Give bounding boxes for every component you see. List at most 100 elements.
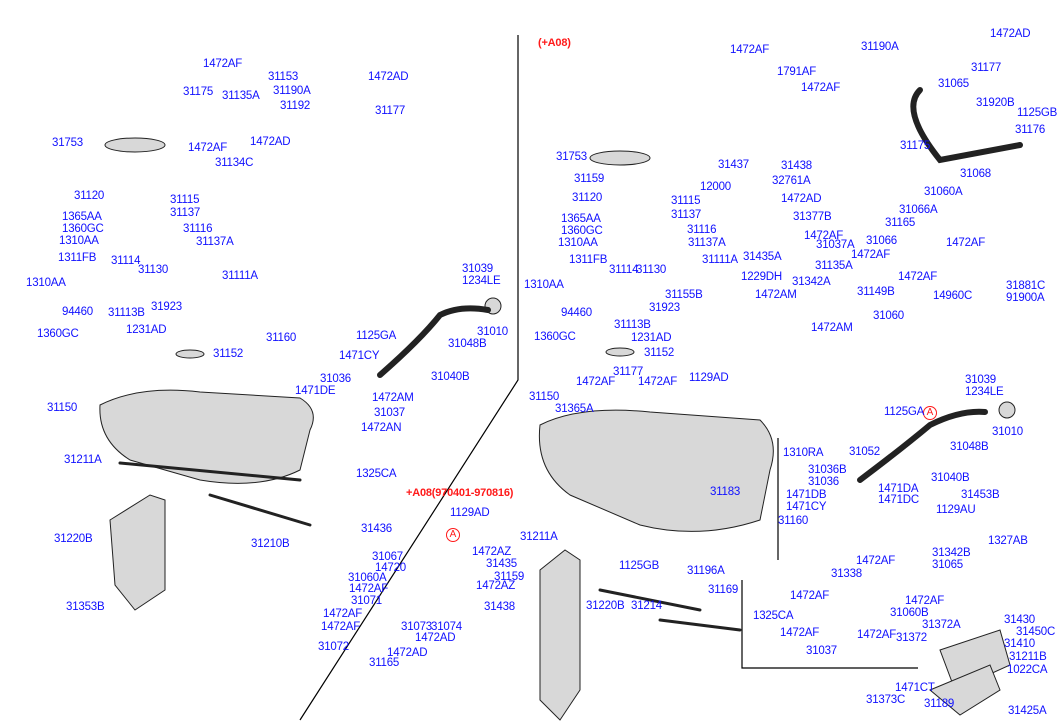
part-number-label: 31159 [574,173,605,185]
part-number-label: 1129AU [936,504,976,516]
part-number-label: 1234LE [462,275,501,287]
part-number-label: 1310AA [59,235,99,247]
part-number-label: 1472AF [203,58,243,70]
part-number-label: 1472AF [730,44,770,56]
part-number-label: 31365A [555,403,594,415]
part-number-label: 31196A [687,565,725,577]
part-number-label: 31111A [702,254,738,266]
part-number-label: 31435A [743,251,782,263]
part-number-label: 31048B [950,441,989,453]
part-number-label: 1472AD [387,647,428,659]
part-number-label: 31338 [831,568,862,580]
part-number-label: 31060A [924,186,963,198]
part-number-label: 31372 [896,632,927,644]
part-number-label: 1365AA [62,211,102,223]
divider-line [299,35,519,721]
part-number-label: 31115 [671,195,701,207]
part-number-label: 31039 [965,374,996,386]
part-number-label: 1129AD [450,507,490,519]
part-number-label: 31436 [361,523,392,535]
part-number-label: 1360GC [561,225,603,237]
canister [939,629,1011,691]
part-number-label: 31130 [138,264,169,276]
part-number-label: 31060A [348,572,387,584]
part-number-label: 1472AF [321,621,361,633]
part-number-label: 31037A [816,239,855,251]
part-number-label: 31430 [1004,614,1035,626]
fuel-tank [538,409,774,532]
part-number-label: 31150 [529,391,560,403]
part-number-label: 31377B [793,211,832,223]
variant-note-inset: +A08(970401-970816) [406,487,514,499]
part-number-label: 31177 [613,366,644,378]
part-number-label: 1472AF [856,555,896,567]
fuel-pump [104,137,166,153]
part-number-label: 31137A [196,236,234,248]
fuel-pump [589,150,651,166]
part-number-label: 31037 [806,645,837,657]
part-number-label: 31037 [374,407,405,419]
part-number-label: 1472AF [349,583,389,595]
part-number-label: 1471CY [339,350,380,362]
filler-cap [998,401,1016,419]
part-number-label: 31137A [688,237,726,249]
part-number-label: 1327AB [988,535,1028,547]
part-number-label: 31120 [572,192,603,204]
part-number-label: 31039 [462,263,493,275]
part-number-label: 31435 [486,558,517,570]
canister-bracket [929,664,1001,716]
fuel-strap [598,588,742,632]
part-number-label: 1471DE [295,385,336,397]
part-number-label: 1791AF [777,66,817,78]
part-number-label: 1360GC [37,328,79,340]
part-number-label: 31149B [857,286,895,298]
part-number-label: 31152 [644,347,675,359]
part-number-label: 31177 [971,62,1002,74]
part-number-label: 31211A [64,454,102,466]
part-number-label: 1125GA [356,330,397,342]
part-number-label: 31175 [900,140,931,152]
part-number-label: 94460 [62,306,93,318]
reference-marker: A [446,528,460,542]
part-number-label: 31116 [687,224,717,236]
part-number-label: 1472AF [323,608,363,620]
part-number-label: 31165 [885,217,916,229]
part-number-label: 31753 [52,137,83,149]
filler-neck [377,305,491,378]
part-number-label: 1310AA [558,237,598,249]
part-number-label: 31159 [494,571,525,583]
part-number-label: 1325CA [753,610,794,622]
heat-shield [109,494,166,611]
part-number-label: 31048B [448,338,487,350]
part-number-label: 1365AA [561,213,601,225]
part-number-label: 31120 [74,190,105,202]
part-number-label: 31176 [1015,124,1046,136]
part-number-label: 1472AZ [476,580,516,592]
part-number-label: 31160 [266,332,297,344]
part-number-label: 31010 [477,326,508,338]
part-number-label: 1471DB [786,489,827,501]
part-number-label: 31175 [183,86,214,98]
part-number-label: 1231AD [631,332,672,344]
part-number-label: 31072 [318,641,349,653]
part-number-label: 1471CY [786,501,827,513]
part-number-label: 31372A [922,619,961,631]
part-number-label: 32761A [772,175,811,187]
part-number-label: 31923 [151,301,182,313]
part-number-label: 1472AM [372,392,414,404]
part-number-label: 1472AF [780,627,820,639]
part-number-label: 1472AF [851,249,891,261]
part-number-label: 31342A [792,276,831,288]
heat-shield [539,549,581,721]
part-number-label: 31073 [401,621,432,633]
part-number-label: 31010 [992,426,1023,438]
part-number-label: 1472AF [801,82,841,94]
part-number-label: 31214 [631,600,662,612]
part-number-label: 31183 [710,486,741,498]
part-number-label: 31923 [649,302,680,314]
part-number-label: 31114 [609,264,639,276]
part-number-label: 1360GC [62,223,104,235]
part-number-label: 31210B [251,538,290,550]
part-number-label: 1360GC [534,331,576,343]
